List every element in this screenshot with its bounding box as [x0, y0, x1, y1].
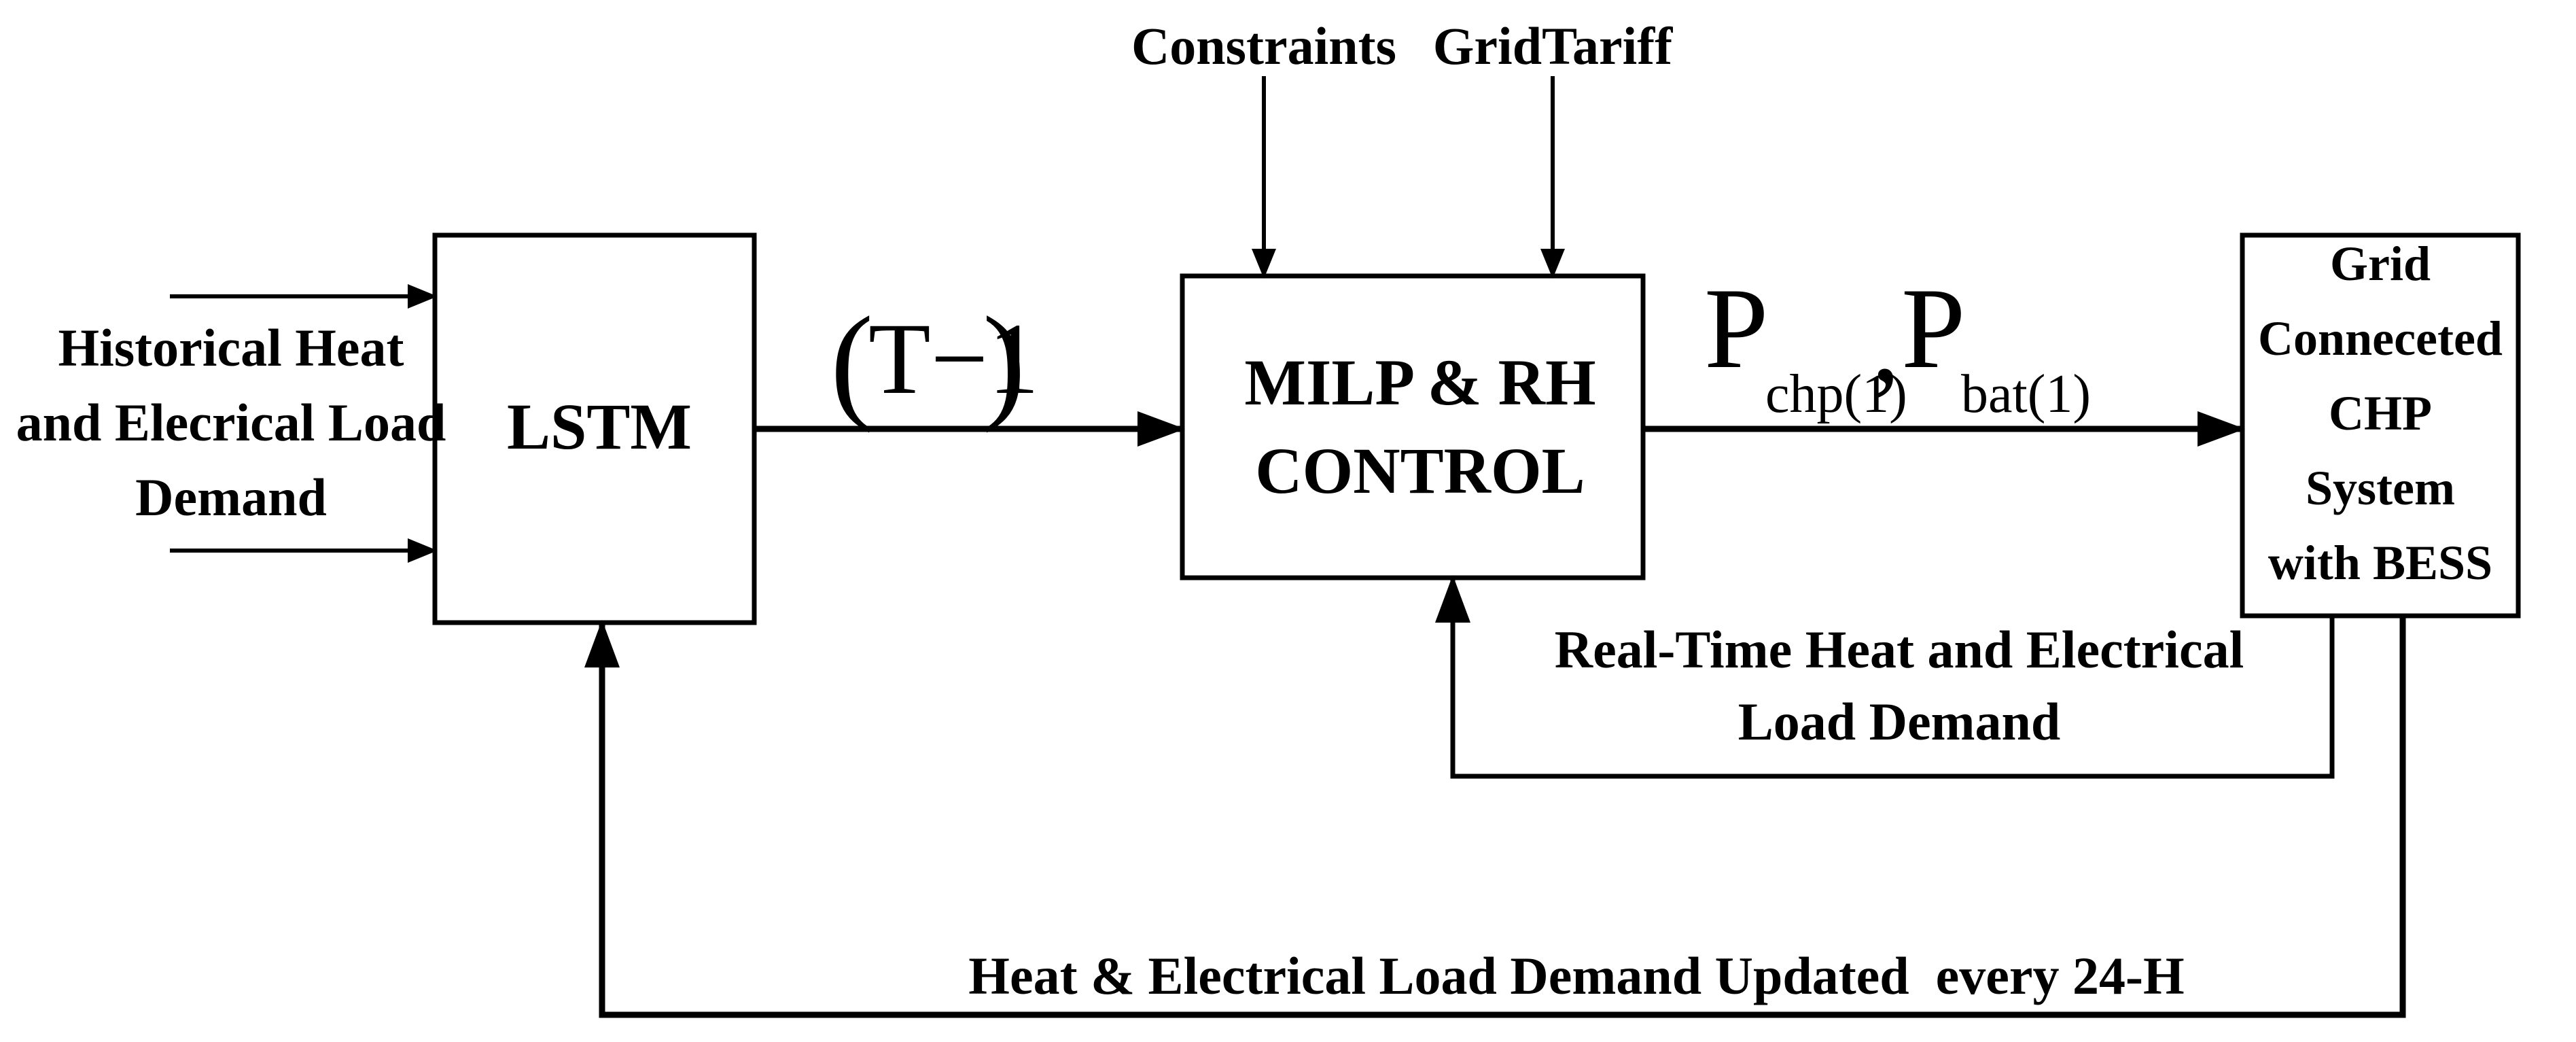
milp-label-line1: MILP & RH [1244, 346, 1595, 419]
chp-label-line4: System [2306, 461, 2455, 515]
setpoint-sub-bat: bat(1) [1961, 364, 2091, 424]
forecast-label: T−1 [868, 302, 1039, 415]
daily-update-feedback-line [584, 616, 2406, 1018]
milp-label-line2: CONTROL [1255, 434, 1585, 507]
chp-label-line2: Conneceted [2258, 311, 2503, 366]
realtime-feedback-label-line1: Real-Time Heat and Electrical [1555, 620, 2244, 679]
setpoint-comma: , [1871, 278, 1901, 406]
forecast-paren-open: ( [830, 291, 873, 434]
realtime-feedback-line [1435, 575, 2335, 779]
chp-label-line1: Grid [2330, 237, 2431, 291]
lstm-label: LSTM [507, 390, 692, 463]
forecast-paren-close: ) [983, 291, 1025, 434]
chp-label-line5: with BESS [2268, 536, 2492, 590]
chp-system-block [2240, 232, 2521, 619]
milp-rh-control-block [1180, 273, 1646, 580]
lstm-block [432, 232, 757, 625]
chp-label-line3: CHP [2329, 386, 2432, 440]
setpoint-sub-chp: chp(1) [1765, 364, 1907, 424]
realtime-feedback-label-line2: Load Demand [1738, 692, 2061, 751]
historical-label-line3: Demand [135, 468, 327, 527]
daily-update-label: Heat & Electrical Load Demand Updated ev… [968, 946, 2184, 1005]
setpoint-p-chp: P [1704, 264, 1769, 392]
grid-tariff-label: GridTariff [1433, 16, 1673, 75]
historical-label-line1: Historical Heat [58, 318, 404, 377]
setpoint-p-bat: P [1901, 264, 1966, 392]
constraints-label: Constraints [1131, 16, 1396, 75]
historical-label-line2: and Elecrical Load [16, 393, 446, 452]
